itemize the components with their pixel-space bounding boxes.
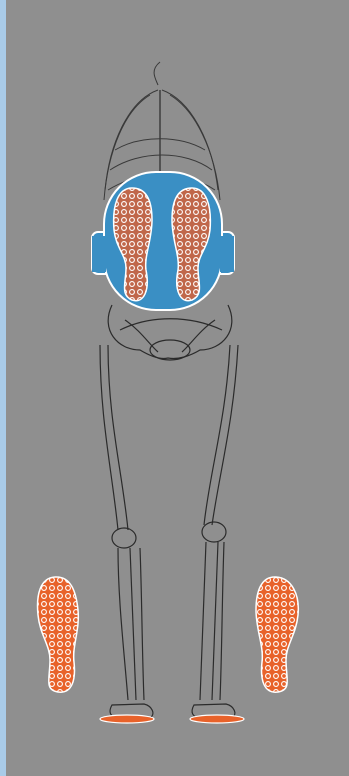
left-shoe-sole — [100, 715, 154, 723]
pelvis-sketch — [108, 305, 232, 360]
right-shoe-sole — [190, 715, 244, 723]
right-foot-sole — [256, 577, 298, 692]
left-foot-sole — [38, 577, 79, 692]
leg-bones-sketch — [100, 345, 238, 718]
blue-seat-cushion — [92, 172, 234, 310]
